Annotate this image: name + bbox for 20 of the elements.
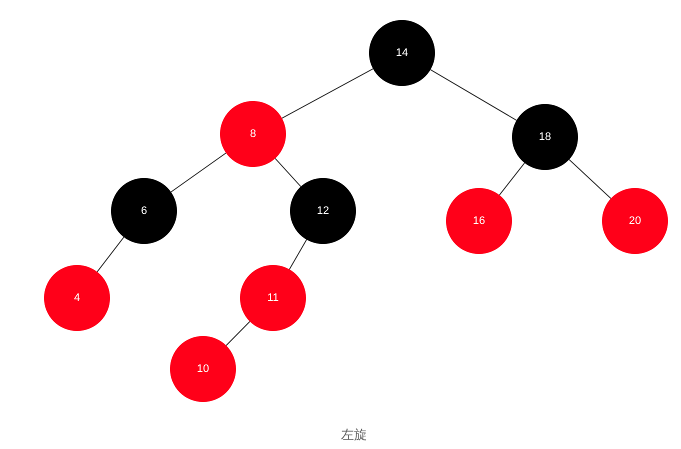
caption: 左旋 [341,426,367,444]
connector-line [170,152,226,192]
connector-line [96,236,124,272]
connector-line [226,321,250,346]
tree-node: 20 [602,188,668,254]
connector-line [568,159,612,199]
tree-node: 16 [446,188,512,254]
tree-node: 14 [369,20,435,86]
tree-node: 6 [111,178,177,244]
connector-line [498,162,526,196]
connector-line [282,68,374,119]
connector-line [274,158,302,188]
connector-line [430,69,517,121]
tree-node: 11 [240,265,306,331]
tree-node: 18 [512,104,578,170]
tree-node: 12 [290,178,356,244]
tree-node: 10 [170,336,236,402]
tree-node: 4 [44,265,110,331]
tree-node: 8 [220,101,286,167]
connector-line [288,239,308,270]
